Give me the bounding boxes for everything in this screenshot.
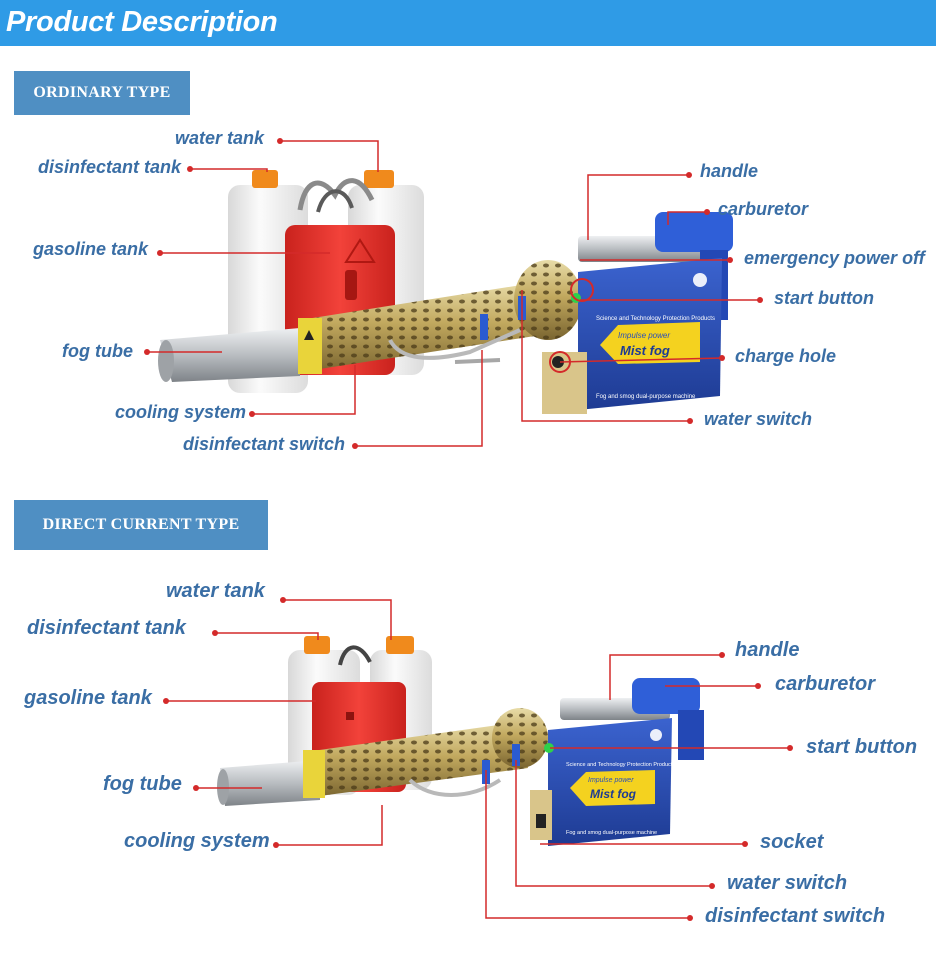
ordinary-label-disinfectant-tank: disinfectant tank xyxy=(38,157,181,177)
dc-machine: Science and Technology Protection Produc… xyxy=(217,636,704,846)
dc-label-water-tank: water tank xyxy=(166,581,265,601)
ordinary-label-fog-tube: fog tube xyxy=(62,341,133,361)
ordinary-panel-bottom-text: Fog and smog dual-purpose machine xyxy=(596,394,696,400)
dc-label-handle: handle xyxy=(735,640,799,660)
dc-label-cooling-system: cooling system xyxy=(124,831,270,851)
ordinary-label-carburetor: carburetor xyxy=(718,199,808,219)
dc-label-water-switch: water switch xyxy=(727,873,847,893)
dc-label-carburetor: carburetor xyxy=(775,674,875,694)
ordinary-badge-main: Mist fog xyxy=(620,343,670,358)
dc-panel-bottom-text: Fog and smog dual-purpose machine xyxy=(566,830,657,836)
ordinary-label-cooling-system: cooling system xyxy=(115,402,246,422)
dc-badge-small: Impulse power xyxy=(588,777,634,784)
dc-label-disinfectant-tank: disinfectant tank xyxy=(27,618,186,638)
dc-label-disinfectant-switch: disinfectant switch xyxy=(705,906,885,926)
dc-label-gasoline-tank: gasoline tank xyxy=(24,688,152,708)
ordinary-badge-small: Impulse power xyxy=(618,331,670,340)
dc-badge-main: Mist fog xyxy=(590,787,637,801)
ordinary-panel-top-text: Science and Technology Protection Produc… xyxy=(596,316,715,322)
ordinary-fog-tube xyxy=(160,328,300,382)
dc-panel-top-text: Science and Technology Protection Produc… xyxy=(566,762,675,768)
ordinary-cap-left xyxy=(252,170,278,188)
ordinary-label-handle: handle xyxy=(700,161,758,181)
dc-socket xyxy=(536,814,546,828)
ordinary-machine: Science and Technology Protection Produc… xyxy=(158,170,733,414)
dc-label-fog-tube: fog tube xyxy=(103,774,182,794)
dc-label-socket: socket xyxy=(760,832,823,852)
ordinary-label-emergency-power-off: emergency power off xyxy=(744,248,925,268)
ordinary-label-water-tank: water tank xyxy=(175,128,264,148)
ordinary-label-gasoline-tank: gasoline tank xyxy=(33,239,148,259)
dc-label-start-button: start button xyxy=(806,737,917,757)
ordinary-label-start-button: start button xyxy=(774,288,874,308)
dc-carburetor xyxy=(632,678,700,714)
ordinary-cap-right xyxy=(364,170,394,188)
ordinary-label-charge-hole: charge hole xyxy=(735,346,836,366)
ordinary-label-water-switch: water switch xyxy=(704,409,812,429)
ordinary-label-disinfectant-switch: disinfectant switch xyxy=(183,434,345,454)
